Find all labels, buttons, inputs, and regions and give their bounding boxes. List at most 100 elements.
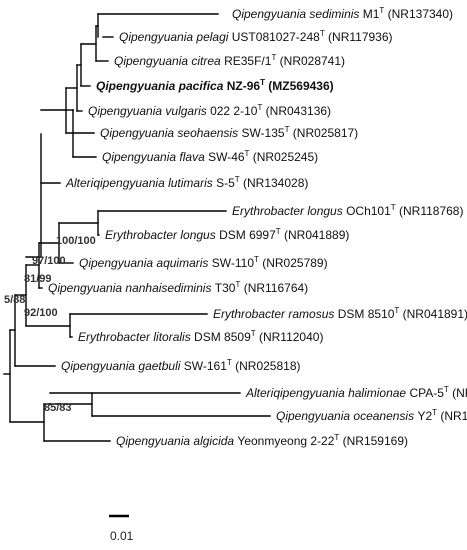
leaf-label-sediminis: Qipengyuania sediminis M1T (NR137340) (232, 6, 453, 21)
bootstrap-label-92-100: 92/100 (24, 307, 58, 319)
type-strain-mark: T (251, 329, 256, 338)
scale-bar-label: 0.01 (110, 529, 134, 543)
strain-name: T30 (215, 281, 236, 295)
type-strain-mark: T (394, 306, 399, 315)
accession-number: (NR025789) (259, 256, 328, 270)
type-strain-mark: T (320, 29, 325, 38)
species-name: Qipengyuania aquimaris (79, 256, 212, 270)
leaf-label-vulgaris: Qipengyuania vulgaris 022 2-10T (NR04313… (88, 103, 331, 118)
scale-bar: 0.01 (109, 514, 134, 543)
type-strain-mark: T (227, 358, 232, 367)
strain-name: NZ-96 (227, 79, 261, 93)
accession-number: (NR117936) (325, 30, 393, 44)
accession-number: (NR116764) (240, 281, 308, 295)
species-name: Qipengyuania algicida (116, 434, 237, 448)
leaf-label-oceanensis: Qipengyuania oceanensis Y2T (NR134693) (276, 408, 467, 423)
type-strain-mark: T (235, 175, 240, 184)
species-name: Qipengyuania pacifica (96, 79, 227, 93)
strain-name: DSM 8509 (194, 330, 251, 344)
strain-name: SW-46 (208, 150, 245, 164)
type-strain-mark: T (235, 280, 240, 289)
type-strain-mark: T (444, 385, 449, 394)
accession-number: (NR112040) (256, 330, 324, 344)
accession-number: (NR025817) (289, 126, 358, 140)
species-name: Qipengyuania pelagi (119, 30, 232, 44)
leaf-label-litoralis: Erythrobacter litoralis DSM 8509T (NR112… (78, 329, 323, 344)
leaf-label-halimionae: Alteriqipengyuania halimionae CPA-5T (NR… (245, 385, 467, 400)
leaf-label-citrea: Qipengyuania citrea RE35F/1T (NR028741) (114, 53, 345, 68)
bootstrap-label-100-100: 100/100 (56, 235, 96, 247)
species-name: Qipengyuania oceanensis (276, 409, 417, 423)
strain-name: SW-110 (212, 256, 255, 270)
strain-name: S-5 (216, 176, 235, 190)
species-name: Erythrobacter longus (105, 228, 219, 242)
accession-number: (MZ569436) (265, 79, 334, 93)
accession-number: (NR043136) (262, 104, 331, 118)
strain-name: Yeonmyeong 2-22 (237, 434, 334, 448)
bootstrap-label-97-100: 97/100 (32, 255, 66, 267)
leaf-label-aquimaris: Qipengyuania aquimaris SW-110T (NR025789… (79, 255, 328, 270)
type-strain-mark: T (257, 103, 262, 112)
strain-name: DSM 8510 (338, 307, 395, 321)
accession-number: (NR134028) (240, 176, 309, 190)
accession-number: (NR137340) (384, 7, 453, 21)
leaf-label-pacifica: Qipengyuania pacifica NZ-96T (MZ569436) (96, 78, 334, 93)
leaf-label-longus1: Erythrobacter longus OCh101T (NR118768) (232, 203, 463, 218)
type-strain-mark: T (391, 203, 396, 212)
leaf-label-flava: Qipengyuania flava SW-46T (NR025245) (102, 149, 318, 164)
accession-number: (NR041889) (281, 228, 350, 242)
type-strain-mark: T (254, 255, 259, 264)
accession-number: (NR118768) (396, 204, 464, 218)
accession-number: (NR041891) (399, 307, 467, 321)
accession-number: (NR025245) (249, 150, 318, 164)
leaf-label-ramosus: Erythrobacter ramosus DSM 8510T (NR04189… (213, 306, 467, 321)
species-name: Alteriqipengyuania lutimaris (65, 176, 216, 190)
strain-name: RE35F/1 (224, 54, 272, 68)
species-name: Qipengyuania citrea (114, 54, 224, 68)
type-strain-mark: T (334, 433, 339, 442)
species-name: Qipengyuania gaetbuli (61, 359, 184, 373)
strain-name: DSM 6997 (219, 228, 276, 242)
species-name: Erythrobacter longus (232, 204, 346, 218)
species-name: Qipengyuania nanhaisediminis (48, 281, 215, 295)
species-name: Qipengyuania seohaensis (100, 126, 241, 140)
accession-number: (NR157782) (449, 386, 467, 400)
type-strain-mark: T (276, 227, 281, 236)
accession-number: (NR159169) (339, 434, 408, 448)
species-name: Qipengyuania vulgaris (88, 104, 210, 118)
strain-name: M1 (363, 7, 380, 21)
species-name: Qipengyuania sediminis (232, 7, 363, 21)
strain-name: OCh101 (346, 204, 391, 218)
species-name: Erythrobacter litoralis (78, 330, 194, 344)
accession-number: (NR134693) (437, 409, 467, 423)
bootstrap-label-81-99: 81/99 (24, 273, 52, 285)
type-strain-mark: T (432, 408, 437, 417)
leaf-label-nanhai: Qipengyuania nanhaisediminis T30T (NR116… (48, 280, 308, 295)
species-name: Alteriqipengyuania halimionae (245, 386, 409, 400)
bootstrap-label-5-88: 5/88 (4, 294, 25, 306)
species-name: Erythrobacter ramosus (213, 307, 338, 321)
type-strain-mark: T (271, 53, 276, 62)
type-strain-mark: T (379, 6, 384, 15)
leaf-label-pelagi: Qipengyuania pelagi UST081027-248T (NR11… (119, 29, 393, 44)
strain-name: UST081027-248 (232, 30, 320, 44)
bootstrap-label-85-83: 85/83 (44, 402, 72, 414)
species-name: Qipengyuania flava (102, 150, 208, 164)
leaf-label-seohaensis: Qipengyuania seohaensis SW-135T (NR02581… (100, 125, 358, 140)
tree-leaf-labels: Qipengyuania sediminis M1T (NR137340)Qip… (48, 6, 467, 448)
leaf-label-lutimaris: Alteriqipengyuania lutimaris S-5T (NR134… (65, 175, 308, 190)
leaf-label-algicida: Qipengyuania algicida Yeonmyeong 2-22T (… (116, 433, 408, 448)
strain-name: Y2 (417, 409, 432, 423)
type-strain-mark: T (245, 149, 250, 158)
leaf-label-longus2: Erythrobacter longus DSM 6997T (NR041889… (105, 227, 349, 242)
strain-name: SW-135 (241, 126, 284, 140)
accession-number: (NR028741) (276, 54, 345, 68)
type-strain-mark: T (260, 78, 265, 87)
type-strain-mark: T (285, 125, 290, 134)
strain-name: 022 2-10 (210, 104, 258, 118)
strain-name: SW-161 (184, 359, 227, 373)
leaf-label-gaetbuli: Qipengyuania gaetbuli SW-161T (NR025818) (61, 358, 301, 373)
strain-name: CPA-5 (409, 386, 444, 400)
tree-branches (3, 13, 271, 442)
